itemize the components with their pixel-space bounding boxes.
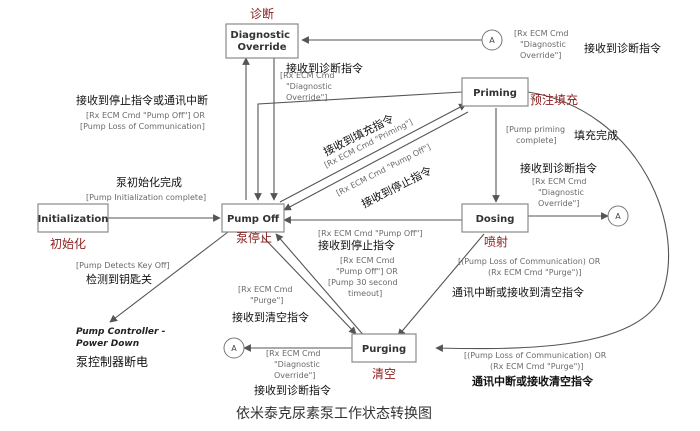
label-a-to-diag-en-2: "Diagnostic: [520, 40, 566, 49]
label-dosing-to-a-en-2: "Diagnostic: [538, 188, 584, 197]
label-diag-to-pumpoff-en-2: "Diagnostic: [286, 82, 332, 91]
label-purging-to-a-en-2: "Diagnostic: [274, 360, 320, 369]
diagram-caption: 依米泰克尿素泵工作状态转换图: [236, 405, 432, 422]
edge-priming-to-pumpoff: [283, 111, 469, 211]
state-label-diagnostic-l2: Override: [237, 42, 286, 53]
state-label-power-down-l1: Pump Controller -: [76, 327, 166, 337]
label-a-to-diag-en-1: [Rx ECM Cmd: [514, 29, 569, 38]
cn-label-priming: 预注填充: [530, 92, 578, 107]
label-priming-to-purging-en-2: (Rx ECM Cmd "Purge")]: [490, 362, 584, 371]
label-priming-to-pumpoff-cn: 接收到停止指令或通讯中断: [76, 93, 208, 107]
connector-a-left-label: A: [231, 344, 237, 353]
label-priming-to-dosing-en-1: [Pump priming: [506, 125, 565, 134]
edge-pumpoff-to-purging: [261, 235, 357, 335]
label-diag-to-pumpoff-en-1: [Rx ECM Cmd: [280, 71, 335, 80]
label-priming-to-purging-cn: 通讯中断或接收清空指令: [472, 374, 594, 388]
connector-a-right: A: [607, 205, 629, 227]
state-pump-off: Pump Off: [221, 203, 285, 233]
label-dosing-to-a-en-1: [Rx ECM Cmd: [532, 177, 587, 186]
label-init-to-pumpoff-en: [Pump Initialization complete]: [86, 193, 206, 202]
cn-label-dosing: 喷射: [484, 234, 508, 249]
connector-a-right-label: A: [615, 212, 621, 221]
label-pumpoff-to-powerdown-en: [Pump Detects Key Off]: [76, 261, 170, 270]
label-purging-to-pumpoff-en-1: [Rx ECM Cmd: [340, 256, 395, 265]
label-dosing-to-purging-en-1: [(Pump Loss of Communication) OR: [458, 257, 601, 266]
state-label-pump-off: Pump Off: [227, 214, 280, 225]
cn-label-initialization: 初始化: [50, 237, 86, 251]
cn-label-diagnostic: 诊断: [250, 6, 274, 21]
state-initialization: Initialization: [37, 203, 109, 233]
edge-dosing-to-purging: [397, 233, 485, 337]
state-label-initialization: Initialization: [38, 214, 109, 225]
state-label-priming: Priming: [473, 88, 517, 99]
label-pumpoff-to-purging-cn: 接收到清空指令: [232, 310, 309, 324]
edge-purging-to-pumpoff: [275, 233, 367, 339]
state-dosing: Dosing: [461, 203, 529, 233]
state-label-dosing: Dosing: [476, 214, 515, 225]
label-priming-to-dosing-en-2: complete]: [516, 136, 557, 145]
label-purging-to-pumpoff-en-2: "Pump Off"] OR: [336, 267, 398, 276]
label-dosing-to-a-en-3: Override"]: [538, 199, 579, 208]
state-label-diagnostic-l1: Diagnostic: [230, 30, 290, 41]
label-priming-to-pumpoff-en-2: [Pump Loss of Communication]: [80, 122, 205, 131]
label-dosing-to-pumpoff-cn: 接收到停止指令: [318, 238, 395, 252]
connector-a-top-label: A: [489, 36, 495, 45]
label-diag-to-pumpoff-cn: 接收到诊断指令: [286, 61, 363, 75]
label-purging-to-a-cn: 接收到诊断指令: [254, 383, 331, 397]
state-priming: Priming: [461, 77, 529, 107]
label-init-to-pumpoff-cn: 泵初始化完成: [116, 175, 182, 189]
label-priming-to-dosing-cn: 填充完成: [574, 128, 618, 142]
label-dosing-to-pumpoff-en: [Rx ECM Cmd "Pump Off"]: [318, 229, 423, 238]
label-purging-to-a-en-3: Override"]: [274, 371, 315, 380]
label-dosing-to-purging-cn: 通讯中断或接收到清空指令: [452, 285, 584, 299]
label-pumpoff-to-purging-en-2: "Purge"]: [250, 296, 283, 305]
label-a-to-diag-cn: 接收到诊断指令: [584, 41, 661, 55]
cn-label-power-down: 泵控制器断电: [76, 354, 148, 369]
label-dosing-to-a-cn: 接收到诊断指令: [520, 161, 597, 175]
label-diag-to-pumpoff-en-3: Override"]: [286, 93, 327, 102]
label-priming-back-cn: 接收到停止指令: [359, 163, 434, 210]
state-label-purging: Purging: [362, 344, 406, 355]
label-a-to-diag-en-3: Override"]: [520, 51, 561, 60]
edge-priming-to-pumpoff-top: [254, 91, 463, 201]
connector-a-left: A: [223, 337, 245, 359]
label-pumpoff-to-purging-en-1: [Rx ECM Cmd: [238, 285, 293, 294]
svg-text:Diagnostic Override: Diagnostic Override: [230, 30, 293, 53]
label-purging-to-a-en-1: [Rx ECM Cmd: [266, 349, 321, 358]
label-purging-to-pumpoff-en-3: [Pump 30 second: [328, 278, 398, 287]
edge-priming-to-purging: [435, 91, 669, 353]
label-dosing-to-purging-en-2: (Rx ECM Cmd "Purge")]: [488, 268, 582, 277]
connector-a-top: A: [481, 29, 503, 51]
label-pumpoff-to-powerdown-cn: 检测到钥匙关: [86, 272, 152, 286]
state-label-power-down-l2: Power Down: [76, 339, 139, 349]
label-priming-to-purging-en-1: [(Pump Loss of Communication) OR: [464, 351, 607, 360]
state-purging: Purging: [351, 333, 417, 363]
edge-pumpoff-to-priming: [279, 103, 467, 203]
cn-label-purging: 清空: [372, 367, 396, 381]
state-diagnostic-override: Diagnostic Override: [225, 23, 299, 59]
edge-pumpoff-to-powerdown: [109, 231, 229, 323]
label-purging-to-pumpoff-en-4: timeout]: [348, 289, 382, 298]
cn-label-pump-off: 泵停止: [236, 230, 272, 245]
label-priming-to-pumpoff-en-1: [Rx ECM Cmd "Pump Off"] OR: [86, 111, 205, 120]
